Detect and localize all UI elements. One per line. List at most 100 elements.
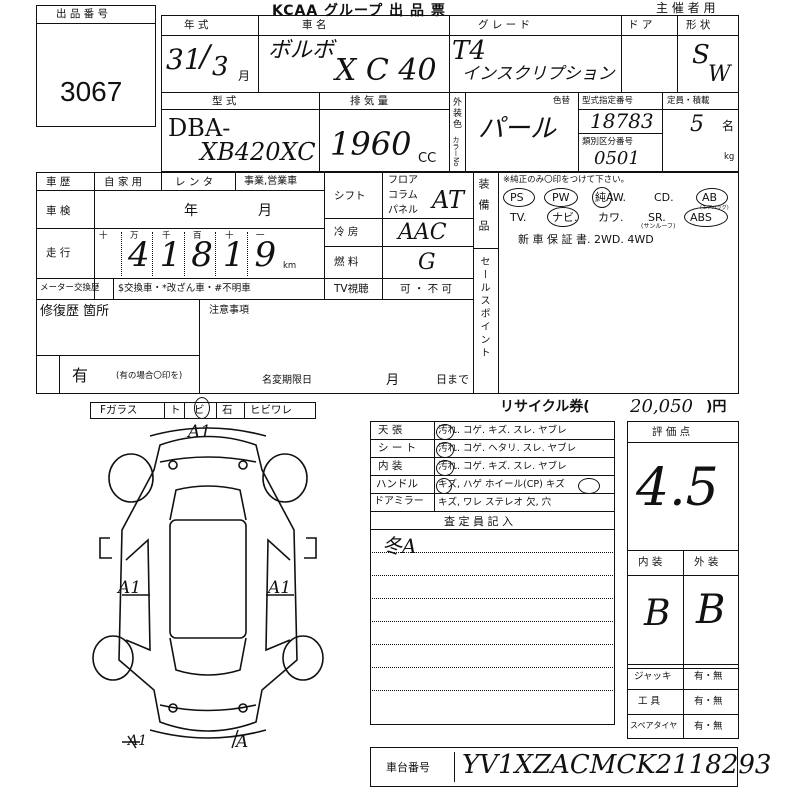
ceiling-label: 天 張 — [378, 424, 403, 436]
history-label: 車 歴 — [46, 176, 71, 188]
lot-number: 3067 — [60, 76, 123, 107]
grade-line1: T4 — [452, 36, 486, 66]
shift-label: シフト — [334, 190, 366, 202]
glass-crack: ヒビワレ — [250, 404, 292, 416]
name-change-day: 日まで — [436, 373, 469, 386]
type-line2: XB420XC — [200, 138, 316, 166]
shape-label: 形 状 — [686, 19, 711, 31]
chassis-label: 車台番号 — [386, 761, 430, 774]
equipment-side-label: 装備品 — [477, 178, 490, 241]
handle-options: キズ, ハゲ ホイール(CP) キズ — [438, 479, 565, 490]
color-code-label: カラーNo — [452, 136, 460, 167]
displacement-value: 1960 — [330, 125, 412, 163]
seat-options: 汚れ. コゲ. ヘタリ. スレ. ヤブレ — [438, 443, 577, 454]
exterior-grade-label: 外 装 — [694, 556, 719, 568]
mileage-label: 走 行 — [46, 247, 71, 259]
kg-unit: kg — [724, 152, 735, 162]
equipment-note: ※純正のみ〇印をつけて下さい。 — [503, 175, 630, 185]
inspection-label: 車 検 — [46, 205, 71, 217]
chassis-value: YV1XZACMCK2118293 — [462, 750, 772, 780]
equip-leather: カワ. — [598, 211, 624, 224]
equip-row3: 新 車 保 証 書. 2WD. 4WD — [518, 233, 654, 246]
interior-options: 汚れ. コゲ. キズ. スレ. ヤブレ — [438, 461, 567, 472]
exterior-color-label: 外装色 — [451, 97, 461, 130]
equip-cd: CD. — [654, 191, 674, 204]
tools-option: 有・無 — [694, 696, 723, 707]
km-unit: km — [283, 261, 297, 271]
damage-mark-rear-left: A1 — [128, 733, 148, 749]
color-change-label: 色替 — [553, 96, 571, 106]
mirror-options: キズ, ワレ ステレオ 欠, 穴 — [438, 497, 552, 508]
lot-number-box — [36, 5, 156, 127]
recycle-label: リサイクル券( — [500, 399, 590, 415]
damage-mark-rear: A — [236, 732, 249, 752]
spare-tire-label: スペアタイヤ — [630, 721, 678, 730]
capacity-value: 5 — [690, 112, 704, 137]
chassis-box — [370, 747, 738, 787]
recycle-unit: )円 — [706, 399, 727, 415]
category-label: 類別区分番号 — [582, 137, 634, 147]
rental-option: レ ン タ — [175, 176, 214, 188]
type-designation-label: 型式指定番号 — [582, 96, 634, 106]
fuel-label: 燃 料 — [334, 256, 359, 268]
score-label: 評 価 点 — [652, 426, 691, 438]
name-change-month: 月 — [386, 373, 400, 388]
private-use-option: 自 家 用 — [104, 176, 143, 188]
digit-header: 一 — [256, 231, 265, 241]
displacement-label: 排 気 量 — [350, 95, 389, 107]
score-value: 4.5 — [636, 458, 719, 518]
sunroof-note: (サンルーフ) — [641, 223, 676, 230]
history-block — [36, 172, 739, 394]
year-label: 年 式 — [184, 19, 209, 31]
ac-label: 冷 房 — [334, 226, 359, 238]
mileage-value: 41819 — [128, 235, 287, 275]
type-label: 型 式 — [212, 95, 237, 107]
seat-label: シ ー ト — [378, 442, 417, 454]
inspection-year: 年 — [184, 203, 198, 219]
digit-header: 十 — [225, 231, 234, 241]
shift-floor: フロア — [388, 175, 418, 186]
interior-table — [370, 421, 615, 725]
color-value: パール — [478, 114, 557, 144]
inspector-note: 冬A — [382, 534, 417, 558]
tv-label: TV視聴 — [334, 283, 369, 295]
grade-line2: インスクリプション — [462, 64, 615, 84]
repair-label: 修復歴 箇所 — [40, 304, 110, 319]
interior-label: 内 装 — [378, 460, 403, 472]
ceiling-options: 汚れ. コゲ. キズ. スレ. ヤブレ — [438, 425, 567, 436]
shift-column: コラム — [388, 190, 418, 201]
mirror-label: ドアミラー — [374, 496, 424, 507]
lot-number-label: 出 品 番 号 — [56, 8, 109, 20]
model-value: X C 40 — [335, 53, 437, 88]
spare-tire-option: 有・無 — [694, 721, 723, 732]
damage-mark-hood: A1 — [188, 422, 212, 442]
damage-mark-right: A1 — [268, 578, 292, 598]
shape-line1: S — [692, 40, 710, 70]
glass-stone: 石 — [222, 404, 233, 416]
maker-value: ボルボ — [268, 38, 335, 63]
inspection-month: 月 — [258, 203, 272, 219]
business-option: 事業,営業車 — [244, 176, 298, 187]
organizer-label: 主 催 者 用 — [656, 1, 716, 15]
maker-label: 車 名 — [302, 19, 327, 31]
tv-option: 可 ・ 不 可 — [400, 283, 453, 295]
interior-grade-label: 内 装 — [638, 556, 663, 568]
equip-sunroof: SR. — [648, 211, 666, 224]
type-line1: DBA- — [168, 114, 231, 142]
damage-mark-left: A1 — [118, 578, 142, 598]
digit-header: 十 — [99, 231, 108, 241]
capacity-label: 定員・積載 — [667, 96, 710, 106]
year-value: 31 — [166, 43, 202, 76]
glass-front: Fガラス — [100, 404, 138, 416]
ac-value: AAC — [398, 220, 447, 245]
digit-header: 千 — [162, 231, 171, 241]
meter-notes: $交換車・*改ざん車・#不明車 — [118, 283, 251, 294]
type-designation-value: 18783 — [590, 109, 654, 133]
jack-option: 有・無 — [694, 671, 723, 682]
digit-header: 万 — [130, 231, 139, 241]
category-value: 0501 — [594, 148, 640, 169]
cc-unit: CC — [418, 151, 437, 166]
exterior-grade-value: B — [696, 587, 726, 633]
vehicle-info-block — [161, 15, 739, 172]
